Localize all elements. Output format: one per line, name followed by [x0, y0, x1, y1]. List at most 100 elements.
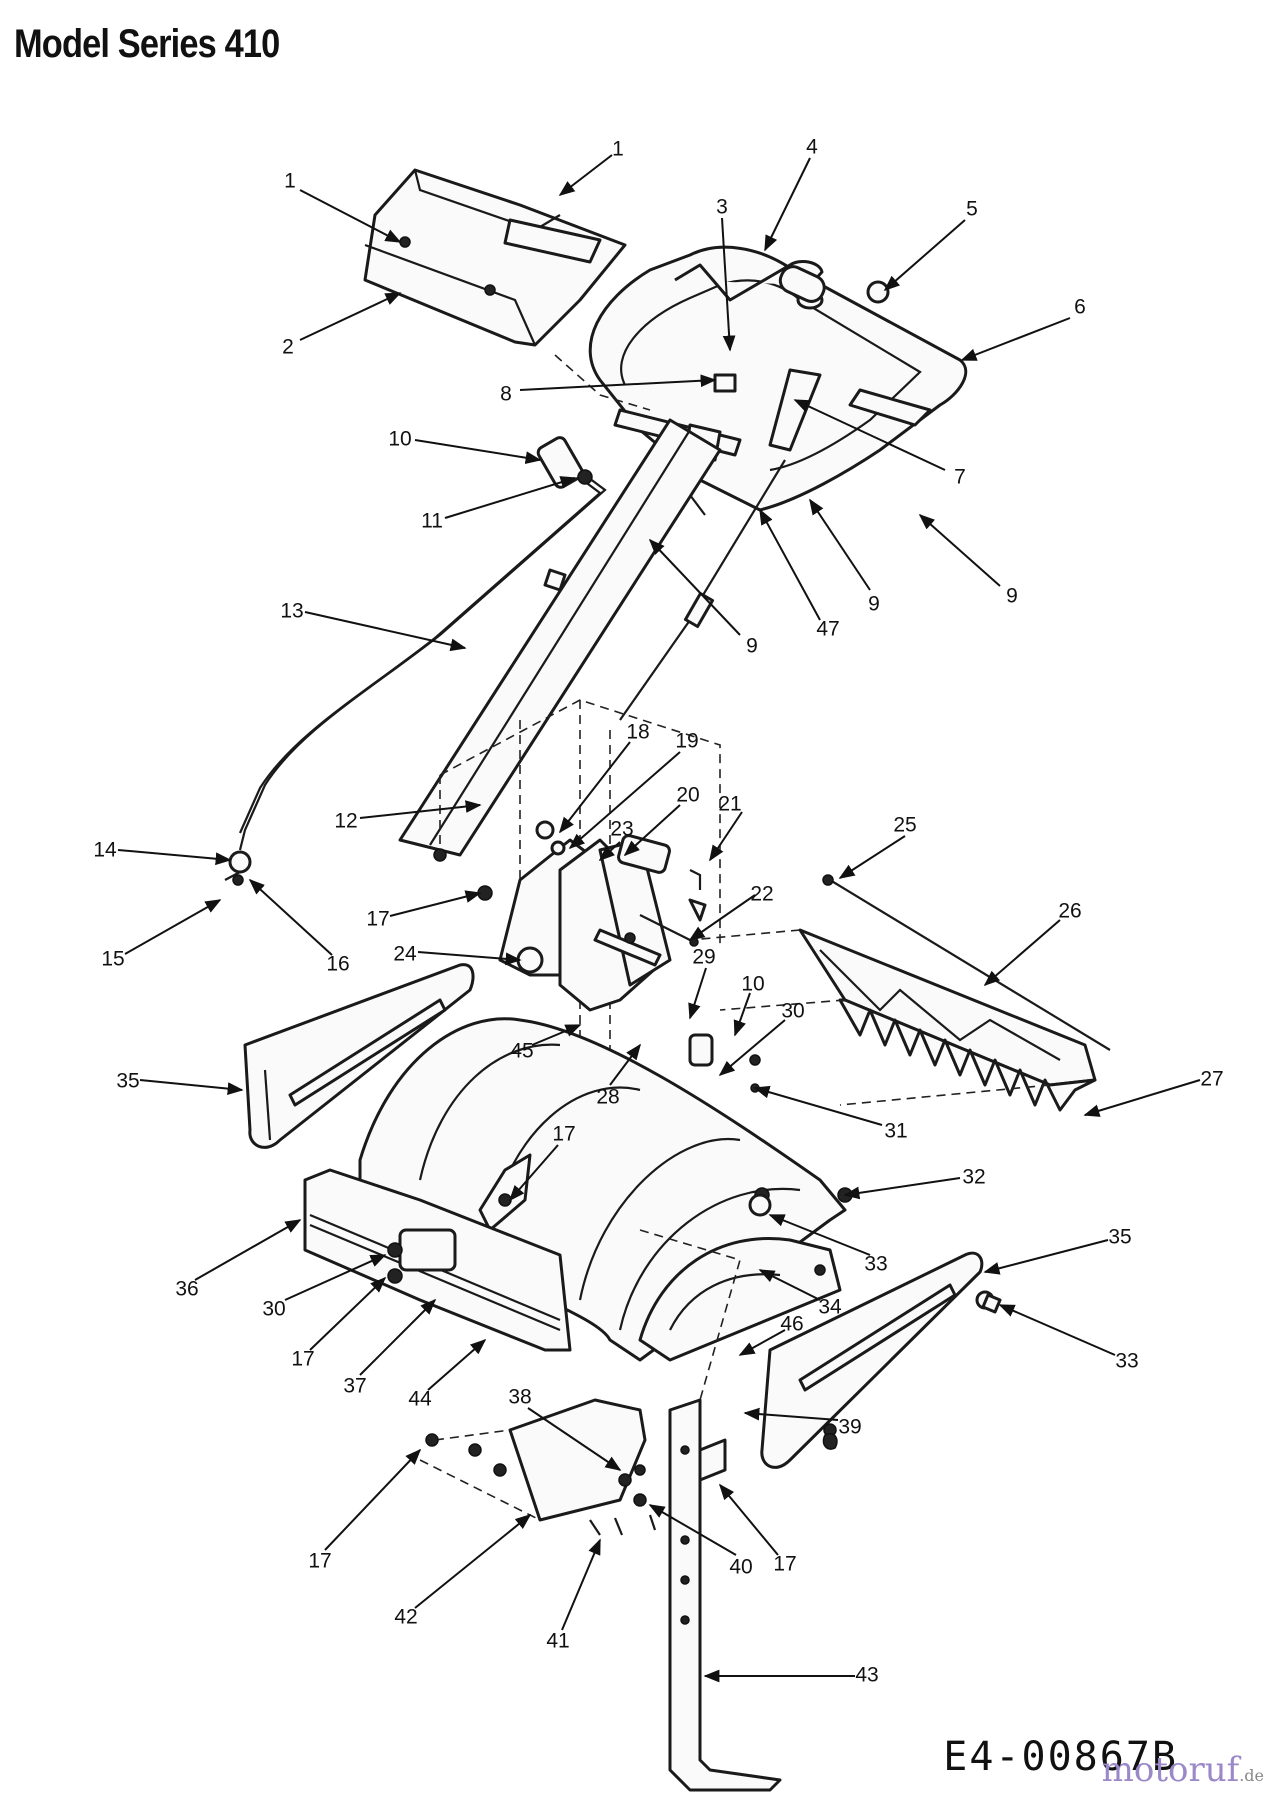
callout-leader-26 — [983, 919, 1061, 987]
callout-leader-17 — [309, 1276, 387, 1351]
callout-label-33: 33 — [864, 1253, 887, 1276]
watermark-name: motoruf — [1101, 1750, 1240, 1790]
callout-label-12: 12 — [334, 810, 357, 833]
callout-label-1: 1 — [612, 138, 624, 161]
callout-label-36: 36 — [175, 1278, 198, 1301]
callout-leader-36 — [194, 1219, 302, 1281]
callout-leader-34 — [758, 1269, 821, 1301]
callout-label-33: 33 — [1115, 1350, 1138, 1373]
callout-leader-39 — [743, 1407, 839, 1421]
left-side-shield-part — [243, 963, 475, 1149]
hitch-bracket-part — [498, 820, 672, 1012]
callout-label-22: 22 — [750, 883, 773, 906]
callout-leader-2 — [299, 292, 402, 341]
callout-label-30: 30 — [262, 1298, 285, 1321]
callout-label-35: 35 — [1108, 1226, 1131, 1249]
callout-leader-4 — [764, 157, 811, 252]
callout-leader-47 — [759, 508, 821, 621]
callout-label-19: 19 — [675, 730, 698, 753]
callout-leader-5 — [883, 219, 966, 292]
callout-leader-1 — [299, 189, 402, 243]
callout-leader-33 — [768, 1214, 871, 1256]
callout-leader-25 — [838, 835, 906, 879]
callout-leader-10 — [733, 992, 751, 1037]
callout-leader-27 — [1083, 1079, 1201, 1117]
callout-label-17: 17 — [773, 1553, 796, 1576]
callout-leader-37 — [359, 1298, 437, 1376]
callout-leader-19 — [568, 751, 681, 850]
callout-label-40: 40 — [729, 1556, 752, 1579]
callout-label-31: 31 — [884, 1120, 907, 1143]
drawing-code: E4-00867B — [943, 1734, 1178, 1780]
callout-label-13: 13 — [280, 600, 303, 623]
callout-leader-46 — [738, 1329, 786, 1356]
callout-label-20: 20 — [676, 784, 699, 807]
callout-leader-17 — [389, 890, 482, 917]
callout-leader-33 — [998, 1304, 1116, 1356]
callout-leader-16 — [248, 878, 333, 956]
callout-leader-17 — [718, 1483, 779, 1556]
callout-label-35: 35 — [116, 1070, 139, 1093]
callout-leader-17 — [324, 1448, 422, 1551]
callout-leader-18 — [559, 741, 631, 834]
callout-label-46: 46 — [780, 1313, 803, 1336]
callout-label-29: 29 — [692, 946, 715, 969]
callout-label-6: 6 — [1074, 296, 1086, 319]
callout-label-18: 18 — [626, 721, 649, 744]
callout-label-38: 38 — [508, 1386, 531, 1409]
callout-leader-30 — [284, 1254, 387, 1301]
callout-leader-15 — [124, 899, 222, 955]
callout-leader-28 — [609, 1043, 641, 1086]
callout-label-9: 9 — [1006, 585, 1018, 608]
mount-guide-lines — [439, 699, 721, 1060]
control-cable-part — [619, 459, 786, 721]
callout-label-16: 16 — [326, 953, 349, 976]
callout-leader-44 — [427, 1338, 487, 1391]
callout-leader-42 — [414, 1513, 532, 1609]
callout-label-4: 4 — [806, 136, 818, 159]
callout-label-17: 17 — [291, 1348, 314, 1371]
callout-label-43: 43 — [855, 1664, 878, 1687]
callout-label-14: 14 — [93, 839, 117, 862]
callout-leader-8 — [519, 374, 717, 391]
callout-leader-35 — [139, 1079, 244, 1095]
fastener-set-part — [387, 898, 1002, 1314]
callout-label-15: 15 — [101, 948, 124, 971]
callout-label-32: 32 — [962, 1166, 985, 1189]
callout-label-24: 24 — [393, 943, 417, 966]
callout-leader-10 — [414, 439, 542, 465]
callout-label-8: 8 — [500, 383, 512, 406]
callout-leader-6 — [960, 317, 1071, 361]
callout-label-23: 23 — [610, 818, 633, 841]
callout-leader-23 — [598, 841, 621, 862]
callout-label-44: 44 — [408, 1388, 432, 1411]
callout-label-37: 37 — [343, 1375, 366, 1398]
callout-leader-9 — [918, 513, 1001, 587]
callout-label-28: 28 — [596, 1086, 619, 1109]
callout-leader-3 — [721, 217, 736, 352]
callout-leader-1 — [558, 154, 613, 196]
callout-label-10: 10 — [741, 973, 764, 996]
callout-label-9: 9 — [746, 635, 758, 658]
callout-label-17: 17 — [308, 1550, 331, 1573]
callout-leader-21 — [709, 811, 743, 862]
callout-leader-29 — [688, 967, 707, 1020]
callout-label-9: 9 — [868, 593, 880, 616]
handle-grip-cap-part — [866, 280, 890, 304]
front-flap-part — [303, 1168, 572, 1352]
callout-label-2: 2 — [282, 336, 294, 359]
watermark-tld: .de — [1239, 1766, 1264, 1785]
callout-leader-38 — [527, 1407, 622, 1471]
callout-leader-24 — [417, 951, 522, 966]
callout-leader-13 — [304, 611, 467, 652]
callout-leader-14 — [117, 849, 232, 866]
handle-tube-part — [398, 418, 722, 862]
page-title: Model Series 410 — [14, 22, 280, 66]
callout-leader-9 — [809, 498, 871, 591]
callout-label-7: 7 — [954, 466, 966, 489]
callout-leader-40 — [648, 1504, 737, 1556]
callout-leader-32 — [843, 1177, 961, 1200]
callout-label-30: 30 — [781, 1000, 804, 1023]
